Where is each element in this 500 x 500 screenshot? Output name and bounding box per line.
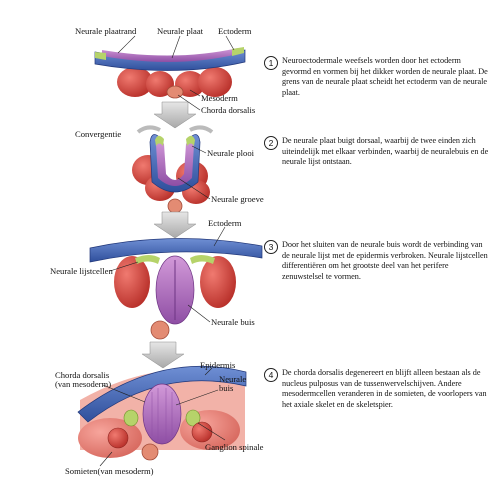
convergence-arrow-left bbox=[136, 125, 161, 134]
label-neurale-4: Neurale bbox=[219, 374, 246, 384]
neural-tube-texture-4 bbox=[151, 388, 173, 440]
leader-buis-4 bbox=[175, 389, 219, 406]
label-neurale-groeve: Neurale groeve bbox=[211, 194, 264, 204]
neural-tube-4 bbox=[142, 383, 182, 445]
somite-core-left-4 bbox=[107, 427, 129, 449]
down-arrow-3 bbox=[141, 341, 185, 369]
leader-mesoderm bbox=[189, 89, 201, 97]
label-epidermis: Epidermis bbox=[200, 360, 236, 370]
mesoderm-right-3 bbox=[200, 256, 236, 308]
neural-plate-fold-2 bbox=[156, 139, 194, 186]
fold-crest-right bbox=[186, 135, 195, 146]
step-1-text: Neuroectodermale weefsels worden door he… bbox=[282, 56, 488, 97]
convergence-arrow-right bbox=[189, 125, 214, 134]
label-van-mesoderm: (van mesoderm) bbox=[55, 379, 111, 389]
mesoderm-right-2 bbox=[198, 67, 232, 97]
step-1-number: 1 bbox=[264, 56, 278, 70]
label-neurale-buis: Neurale buis bbox=[211, 317, 255, 327]
step-3-text: Door het sluiten van de neurale buis wor… bbox=[282, 240, 488, 281]
step-4-text: De chorda dorsalis degenereert en blijft… bbox=[282, 368, 487, 409]
stage-3-neural-tube bbox=[89, 226, 263, 340]
label-neurale-plaatrand: Neurale plaatrand bbox=[75, 26, 137, 36]
label-neurale-plooi: Neurale plooi bbox=[207, 148, 255, 158]
ganglion-right-4 bbox=[185, 409, 201, 427]
leader-chorda bbox=[177, 94, 201, 111]
mesoderm-left-1 bbox=[117, 67, 153, 97]
leader-plooi bbox=[191, 145, 207, 154]
notochord-3 bbox=[150, 320, 170, 340]
notochord-4 bbox=[141, 443, 159, 461]
leader-somieten bbox=[99, 451, 113, 467]
leader-groeve bbox=[177, 177, 211, 200]
stage-4-somites bbox=[77, 365, 247, 467]
leader-buis-3 bbox=[187, 304, 211, 323]
label-chorda-dorsalis: Chorda dorsalis bbox=[201, 105, 256, 115]
label-ectoderm: Ectoderm bbox=[218, 26, 252, 36]
label-convergentie: Convergentie bbox=[75, 129, 121, 139]
label-somieten: Somieten(van mesoderm) bbox=[65, 466, 154, 476]
leader-ectoderm-3 bbox=[213, 226, 226, 247]
notochord-2 bbox=[167, 198, 183, 214]
label-neurale-plaat: Neurale plaat bbox=[157, 26, 204, 36]
label-ectoderm-3: Ectoderm bbox=[208, 218, 242, 228]
leader-ectoderm bbox=[225, 35, 235, 51]
neural-crest-left-3 bbox=[135, 255, 160, 264]
neural-crest-right-3 bbox=[190, 255, 215, 264]
stage-2-neural-fold bbox=[132, 125, 214, 214]
neural-plate-1 bbox=[102, 48, 238, 63]
leader-plaat bbox=[171, 35, 181, 59]
mesoderm-left-3 bbox=[114, 256, 150, 308]
ganglion-left-4 bbox=[123, 409, 139, 427]
ectoderm-layer-3 bbox=[89, 238, 263, 263]
step-4-number: 4 bbox=[264, 368, 278, 382]
label-chorda-dorsalis-4: Chorda dorsalis bbox=[55, 370, 110, 380]
label-buis-4: buis bbox=[219, 383, 234, 393]
label-mesoderm: Mesoderm bbox=[201, 93, 238, 103]
down-arrow-1 bbox=[153, 101, 197, 129]
step-3-number: 3 bbox=[264, 240, 278, 254]
fold-crest-left bbox=[155, 135, 164, 146]
step-2-text: De neurale plaat buigt dorsaal, waarbij … bbox=[282, 136, 489, 167]
step-2-number: 2 bbox=[264, 136, 278, 150]
label-neurale-lijstcellen: Neurale lijstcellen bbox=[50, 266, 113, 276]
somite-core-right-4 bbox=[191, 421, 213, 443]
label-ganglion-spinale: Ganglion spinale bbox=[205, 442, 264, 452]
leader-ganglion bbox=[197, 422, 226, 441]
leader-lijstcellen bbox=[109, 261, 139, 272]
down-arrow-2 bbox=[153, 211, 197, 239]
leader-epidermis bbox=[204, 367, 213, 376]
notochord-1 bbox=[166, 85, 184, 99]
plate-border-right-1 bbox=[232, 47, 244, 56]
leader-chorda-4 bbox=[102, 384, 146, 403]
leader-plaatrand bbox=[117, 35, 136, 54]
plate-border-left-1 bbox=[95, 52, 106, 60]
stage-1-neural-plate bbox=[94, 35, 246, 111]
epidermis-4 bbox=[77, 365, 247, 423]
